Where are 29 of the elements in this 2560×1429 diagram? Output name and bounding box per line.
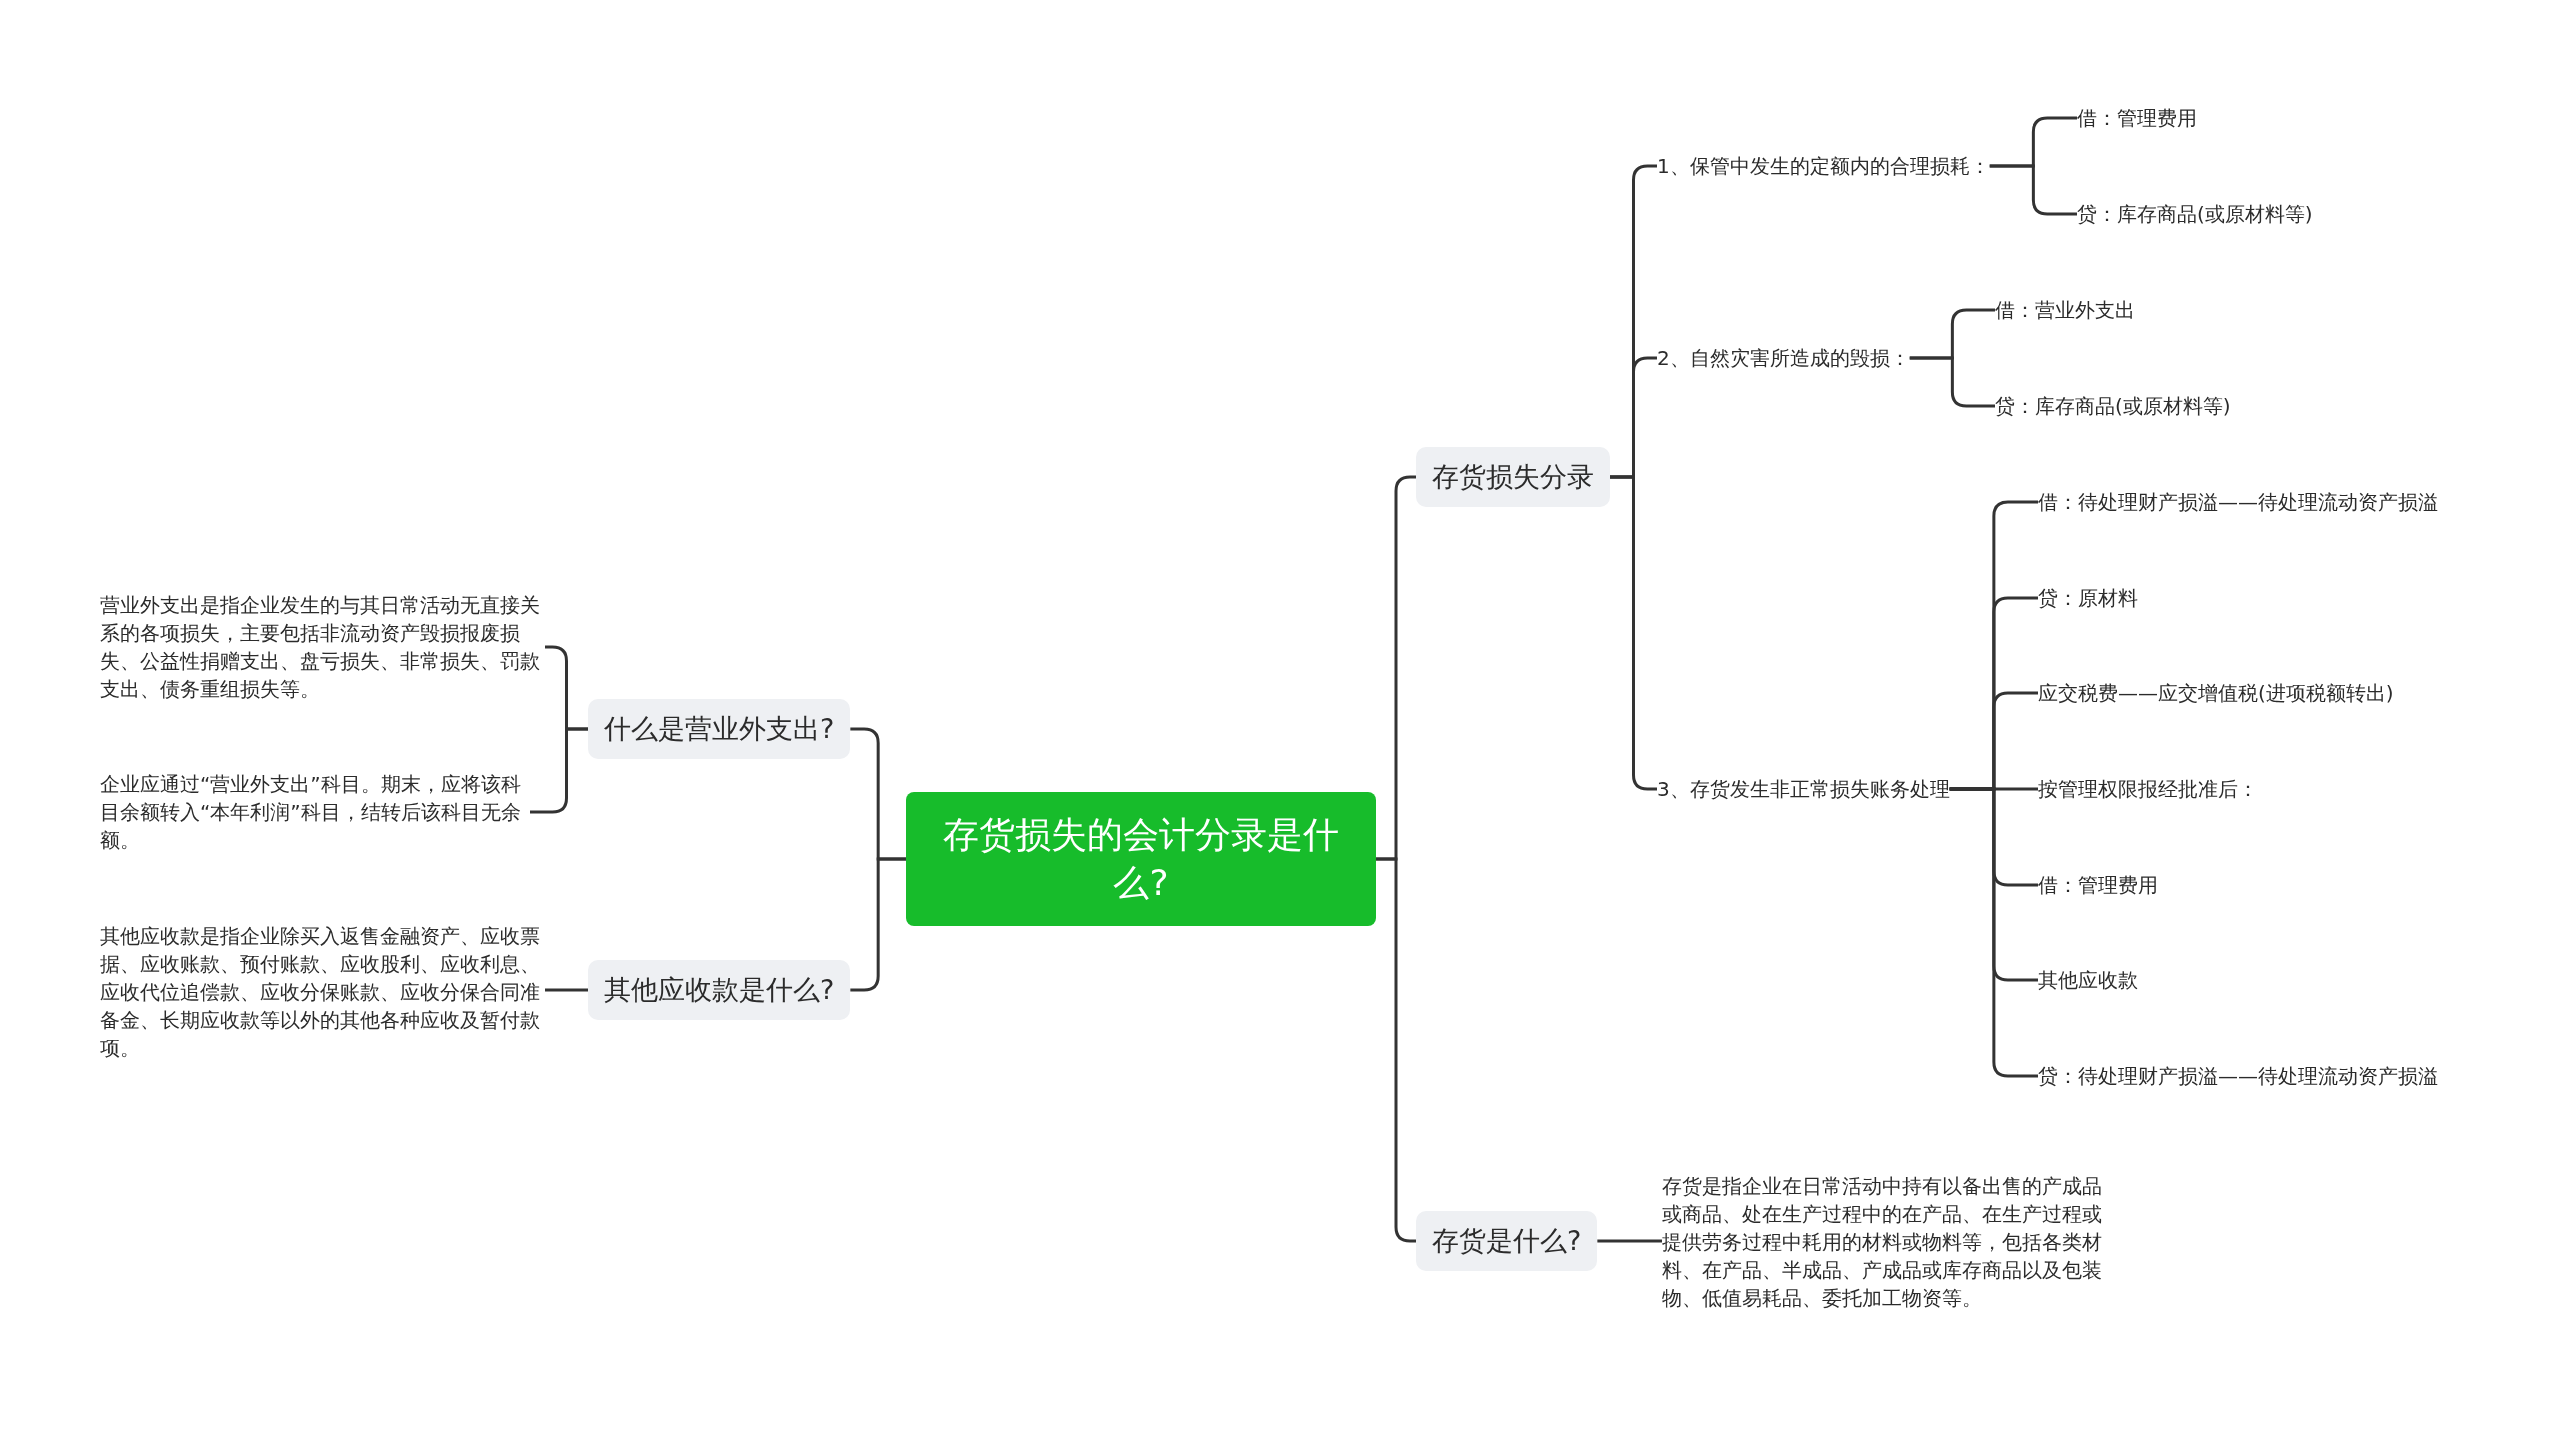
- branch-text: 贷：库存商品(或原材料等): [2077, 200, 2313, 228]
- topic-box: 存货是什么?: [1416, 1211, 1598, 1271]
- branch-text: 借：管理费用: [2077, 104, 2197, 132]
- note-text: 其他应收款是指企业除买入返售金融资产、应收票据、应收账款、预付账款、应收股利、应收利息、应收代位追偿款、应收分保账款、应收分保合同准备金、长期应收款等以外的其他各种应收及暂付款项。: [100, 922, 545, 1062]
- branch-text: 贷：原材料: [2038, 584, 2138, 612]
- branch-text: 借：待处理财产损溢——待处理流动资产损溢: [2038, 488, 2438, 516]
- branch-text: 按管理权限报经批准后：: [2038, 775, 2258, 803]
- connector-line: [530, 727, 588, 814]
- topic-box: 存货损失分录: [1416, 447, 1610, 507]
- connector-line: [1989, 164, 2077, 216]
- branch-text: 其他应收款: [2038, 966, 2138, 994]
- branch-text: 3、存货发生非正常损失账务处理: [1657, 775, 1950, 803]
- connector-line: [545, 988, 588, 992]
- connector-line: [1909, 356, 1995, 408]
- topic-box: 其他应收款是什么?: [588, 960, 851, 1020]
- connector-line: [1597, 1239, 1662, 1243]
- central-topic: 存货损失的会计分录是什么?: [906, 792, 1376, 926]
- branch-text: 借：营业外支出: [1995, 296, 2135, 324]
- note-text: 存货是指企业在日常活动中持有以备出售的产成品或商品、处在生产过程中的在产品、在生产过程或提供劳务过程中耗用的材料或物料等，包括各类材料、在产品、半成品、产成品或库存商品以及包装物、低值易耗品、委托加工物资等。: [1662, 1172, 2107, 1312]
- branch-text: 贷：待处理财产损溢——待处理流动资产损溢: [2038, 1062, 2438, 1090]
- note-text: 营业外支出是指企业发生的与其日常活动无直接关系的各项损失，主要包括非流动资产毁损报废损失、公益性捐赠支出、盘亏损失、非常损失、罚款支出、债务重组损失等。: [100, 591, 545, 703]
- branch-text: 借：管理费用: [2038, 871, 2158, 899]
- branch-text: 贷：库存商品(或原材料等): [1995, 392, 2231, 420]
- topic-box: 什么是营业外支出?: [588, 699, 851, 759]
- branch-text: 应交税费——应交增值税(进项税额转出): [2038, 679, 2394, 707]
- connector-line: [1949, 787, 2038, 1078]
- branch-text: 2、自然灾害所造成的毁损：: [1657, 344, 1910, 372]
- note-text: 企业应通过“营业外支出”科目。期末，应将该科目余额转入“本年利润”科目，结转后该科目无余额。: [100, 770, 530, 854]
- branch-text: 1、保管中发生的定额内的合理损耗：: [1657, 152, 1990, 180]
